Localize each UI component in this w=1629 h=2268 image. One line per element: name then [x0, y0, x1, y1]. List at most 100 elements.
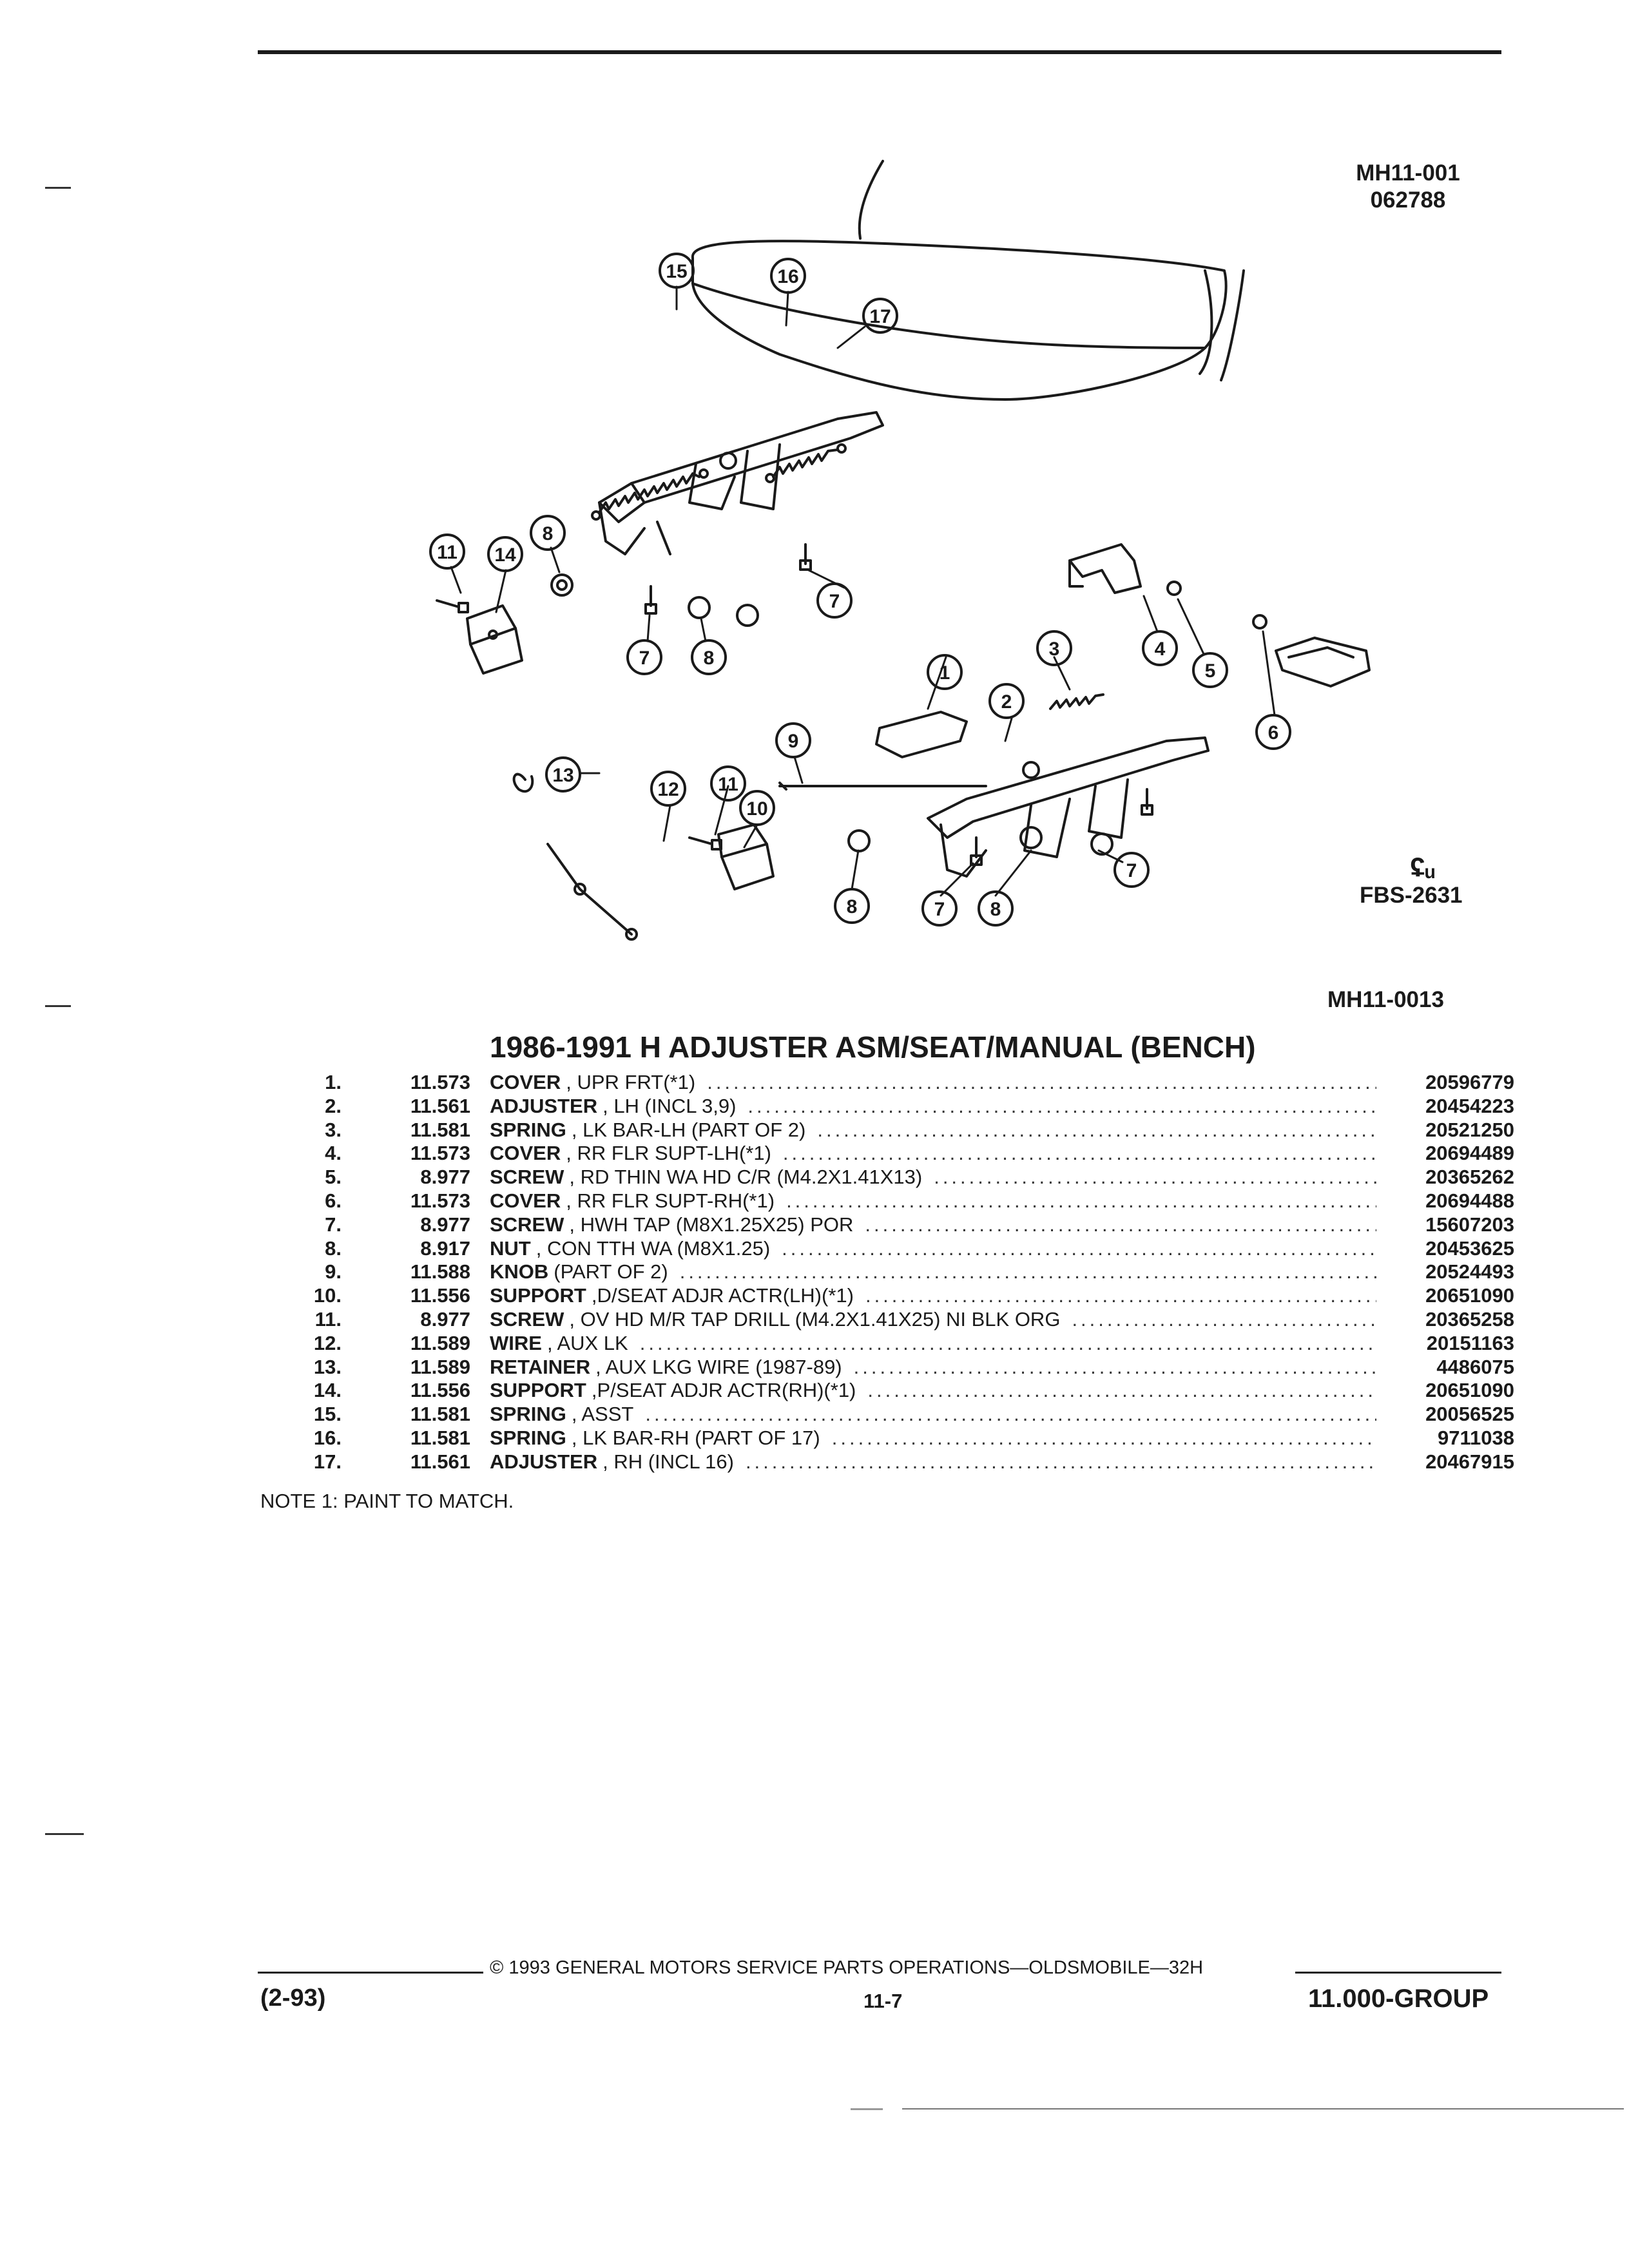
item-number: 15. — [313, 1403, 342, 1426]
screw-5 — [1166, 581, 1268, 629]
scan-mark — [851, 2108, 883, 2110]
part-number: 20454223 — [1425, 1094, 1514, 1117]
part-name: SCREW — [490, 1166, 564, 1189]
callout-15: 15 — [666, 261, 687, 282]
part-description: SPRING, ASST — [490, 1403, 1385, 1427]
callout-8: 8 — [847, 896, 858, 918]
group-number: 11.573 — [410, 1071, 470, 1093]
part-number: 4486075 — [1436, 1355, 1514, 1378]
spring-15 — [591, 468, 709, 521]
part-spec: , RR FLR SUPT-RH(*1) — [566, 1189, 775, 1212]
group-number: 11.581 — [410, 1403, 470, 1426]
spring-3 — [1049, 693, 1104, 710]
group-number: 11.588 — [410, 1260, 470, 1283]
callout-17: 17 — [869, 306, 891, 327]
item-number: 8. — [325, 1236, 342, 1260]
part-number: 20056525 — [1425, 1403, 1514, 1426]
leader-dots — [865, 1284, 1376, 1308]
item-number: 4. — [325, 1142, 342, 1165]
part-row: 11. 8.977 SCREW, OV HD M/R TAP DRILL (M4.2… — [277, 1308, 1514, 1332]
callout-7: 7 — [639, 648, 650, 669]
part-spec: , OV HD M/R TAP DRILL (M4.2X1.41X25) NI … — [569, 1307, 1061, 1331]
part-spec: ,D/SEAT ADJR ACTR(LH)(*1) — [591, 1284, 854, 1307]
cover-1 — [875, 711, 968, 758]
part-name: SCREW — [490, 1213, 564, 1236]
scan-mark — [45, 1005, 71, 1007]
part-description: SPRING, LK BAR-LH (PART OF 2) — [490, 1119, 1385, 1142]
leader-dots — [707, 1071, 1376, 1095]
screw-7-lower-right — [1141, 788, 1153, 816]
leader-dots — [645, 1403, 1376, 1427]
part-name: SPRING — [490, 1118, 566, 1141]
part-number: 20694489 — [1425, 1142, 1514, 1165]
part-name: KNOB — [490, 1260, 549, 1283]
callout-13: 13 — [552, 765, 574, 786]
callout-7: 7 — [934, 899, 945, 920]
nut-8-upper-b — [688, 596, 759, 627]
part-number: 20521250 — [1425, 1118, 1514, 1141]
group-number: 11.556 — [410, 1284, 470, 1307]
callout-9: 9 — [788, 731, 799, 752]
top-rule — [258, 50, 1501, 54]
part-spec: , UPR FRT(*1) — [566, 1071, 696, 1093]
part-number: 20467915 — [1425, 1450, 1514, 1473]
illustration-ref-code: MH11-001 — [1356, 160, 1460, 186]
spring-16 — [765, 443, 847, 483]
part-spec: , RH (INCL 16) — [602, 1450, 734, 1473]
parts-list-title: 1986-1991 H ADJUSTER ASM/SEAT/MANUAL (BE… — [490, 1030, 1256, 1064]
part-number: 20151163 — [1426, 1331, 1514, 1354]
screw-7-lower — [970, 836, 983, 866]
page-number: 11-7 — [863, 1990, 903, 2012]
scan-mark — [45, 1833, 84, 1835]
item-number: 7. — [325, 1213, 342, 1236]
leader-dots — [1072, 1308, 1376, 1332]
leader-dots — [865, 1213, 1376, 1237]
part-spec: , RR FLR SUPT-LH(*1) — [566, 1142, 771, 1165]
callout-7: 7 — [829, 591, 840, 612]
group-number: 11.573 — [410, 1189, 470, 1212]
part-description: SCREW, OV HD M/R TAP DRILL (M4.2X1.41X25… — [490, 1308, 1385, 1332]
group-number: 11.556 — [410, 1379, 470, 1402]
callout-7: 7 — [1126, 860, 1137, 881]
callout-12: 12 — [657, 779, 679, 800]
part-spec: , CON TTH WA (M8X1.25) — [535, 1236, 771, 1260]
fbs-code: FBS-2631 — [1360, 883, 1463, 908]
part-number: 20365262 — [1425, 1166, 1514, 1189]
leader-dots — [640, 1332, 1376, 1356]
note: NOTE 1: PAINT TO MATCH. — [260, 1490, 514, 1512]
part-name: RETAINER — [490, 1355, 591, 1378]
part-name: SCREW — [490, 1307, 564, 1331]
screw-11-upper — [436, 599, 469, 613]
callout-8: 8 — [704, 648, 715, 669]
seat-cushion-outline — [691, 160, 1245, 401]
part-name: ADJUSTER — [490, 1450, 598, 1473]
leader-dots — [934, 1166, 1376, 1189]
cover-10 — [717, 823, 775, 890]
group-number: 8.977 — [420, 1307, 470, 1331]
part-name: ADJUSTER — [490, 1094, 598, 1117]
footer-rule-right — [1295, 1972, 1501, 1974]
group-number: 8.977 — [420, 1213, 470, 1236]
callout-circles — [429, 253, 1291, 927]
item-number: 11. — [314, 1307, 342, 1331]
callout-4: 4 — [1155, 639, 1166, 660]
nut-8-lower — [847, 826, 1113, 856]
item-number: 2. — [325, 1094, 342, 1117]
screw-7-upper — [644, 585, 657, 615]
callout-6: 6 — [1268, 722, 1279, 744]
copyright: © 1993 GENERAL MOTORS SERVICE PARTS OPER… — [490, 1957, 1204, 1978]
screw-11-lower — [688, 836, 722, 850]
item-number: 5. — [325, 1166, 342, 1189]
part-description: COVER, RR FLR SUPT-LH(*1) — [490, 1142, 1385, 1166]
callout-11: 11 — [718, 774, 738, 795]
item-number: 6. — [325, 1189, 342, 1212]
